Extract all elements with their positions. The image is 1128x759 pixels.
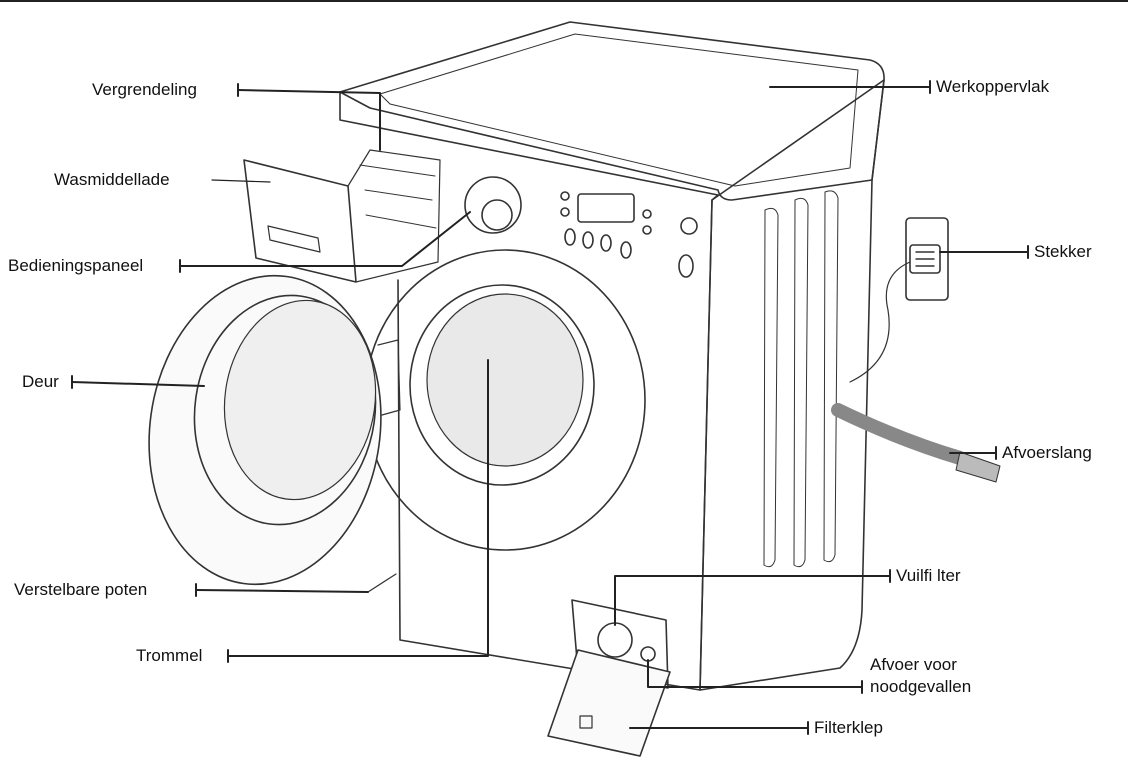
leader-vergrendeling xyxy=(237,89,381,151)
program-dial-outer xyxy=(464,176,522,234)
label-vergrendeling: Vergrendeling xyxy=(92,80,197,99)
leader-bedieningspaneel xyxy=(179,211,471,267)
drum-inner xyxy=(426,293,584,467)
label-vuilfilter: Vuilfi lter xyxy=(896,566,961,585)
label-afvoer-voor-noodgevallen: Afvoer voor noodgevallen xyxy=(870,654,971,698)
panel-button xyxy=(560,207,570,217)
drain-hose xyxy=(831,403,967,465)
panel-button xyxy=(582,231,594,249)
drum-rim xyxy=(409,284,595,486)
drawer-front xyxy=(243,159,357,283)
plug-pins xyxy=(915,251,935,267)
side-rib xyxy=(823,190,839,563)
start-button xyxy=(678,254,694,278)
drain-hose-end xyxy=(955,451,1001,483)
label-trommel: Trommel xyxy=(136,646,203,665)
label-deur: Deur xyxy=(22,372,59,391)
label-verstelbare-poten: Verstelbare poten xyxy=(14,580,148,599)
top-rule xyxy=(0,0,1128,2)
leader-deur xyxy=(71,381,205,387)
display xyxy=(577,193,635,223)
front-panel xyxy=(339,91,719,691)
label-afvoer-line1: Afvoer voor xyxy=(870,655,957,674)
work-surface-inner xyxy=(379,33,859,187)
leader-afvoer xyxy=(647,659,863,688)
label-wasmiddellade: Wasmiddellade xyxy=(54,170,170,189)
leader-vuilfilter xyxy=(614,575,891,626)
power-button xyxy=(680,217,698,235)
flap-tab xyxy=(579,715,593,729)
filter-flap xyxy=(547,649,671,757)
panel-button xyxy=(560,191,570,201)
panel-button xyxy=(564,228,576,246)
label-stekker: Stekker xyxy=(1034,242,1092,261)
side-panel xyxy=(699,79,885,691)
side-rib xyxy=(793,197,809,568)
leader-lines xyxy=(71,86,1029,729)
door-hinge xyxy=(377,339,401,416)
label-werkoppervlak: Werkoppervlak xyxy=(936,77,1050,96)
program-dial xyxy=(481,199,513,231)
leader-ticks xyxy=(71,80,1029,735)
drawer-body xyxy=(347,149,441,283)
adjustable-foot xyxy=(367,573,397,593)
leader-verstelbare-poten xyxy=(195,589,369,593)
drawer-compartment xyxy=(359,164,437,229)
power-cord xyxy=(849,261,911,383)
door-ring xyxy=(193,294,377,526)
door-glass xyxy=(223,299,377,501)
label-afvoer-line2: noodgevallen xyxy=(870,677,972,696)
panel-button xyxy=(620,241,632,259)
drawer-handle xyxy=(267,225,321,253)
panel-button xyxy=(600,234,612,252)
panel-button xyxy=(642,209,652,219)
wall-socket xyxy=(905,217,949,301)
emergency-drain xyxy=(640,646,656,662)
leader-wasmiddellade xyxy=(211,179,271,183)
label-afvoerslang: Afvoerslang xyxy=(1002,443,1092,462)
panel-button xyxy=(642,225,652,235)
side-rib xyxy=(763,207,779,568)
label-filterklep: Filterklep xyxy=(814,718,883,737)
label-bedieningspaneel: Bedieningspaneel xyxy=(8,256,144,275)
filter-cap xyxy=(597,622,633,658)
leader-trommel xyxy=(227,359,489,657)
